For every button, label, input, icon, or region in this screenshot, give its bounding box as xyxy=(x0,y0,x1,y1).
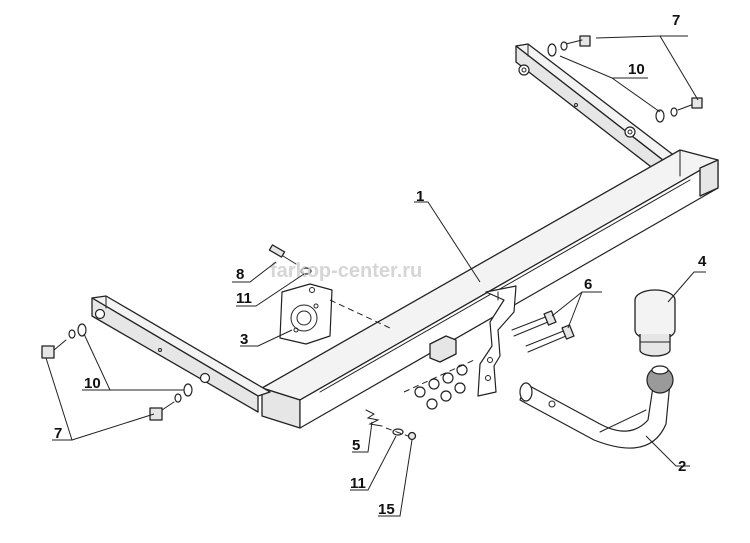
socket-plate xyxy=(268,244,333,345)
callout-11-upper: 11 xyxy=(236,290,252,307)
nut-washer-cluster xyxy=(403,359,475,410)
callout-1: 1 xyxy=(416,188,424,205)
callout-10-top: 10 xyxy=(628,61,645,78)
callout-7-top: 7 xyxy=(672,12,680,29)
center-mount-bracket xyxy=(429,285,517,397)
callout-11-lower: 11 xyxy=(350,475,366,492)
left-side-bracket xyxy=(91,295,271,413)
callout-6: 6 xyxy=(584,276,592,293)
callout-2: 2 xyxy=(678,458,686,475)
callout-4: 4 xyxy=(698,253,707,270)
right-side-bracket xyxy=(515,43,681,181)
ball-arm xyxy=(519,365,674,449)
leader-lines xyxy=(45,35,706,517)
callout-3: 3 xyxy=(240,331,248,348)
right-fasteners xyxy=(547,35,703,123)
callout-5: 5 xyxy=(352,437,360,454)
callout-15: 15 xyxy=(378,501,395,518)
spring-washer-nut xyxy=(365,409,417,441)
watermark: farkop-center.ru xyxy=(270,260,422,282)
tow-ball xyxy=(634,289,676,357)
callout-8: 8 xyxy=(236,266,244,283)
left-fasteners xyxy=(41,323,193,421)
bolts-6 xyxy=(511,310,575,353)
callout-10-left: 10 xyxy=(84,375,101,392)
callout-labels: 7 10 1 4 8 11 6 3 10 7 5 2 11 15 xyxy=(54,12,707,518)
callout-7-left: 7 xyxy=(54,425,62,442)
